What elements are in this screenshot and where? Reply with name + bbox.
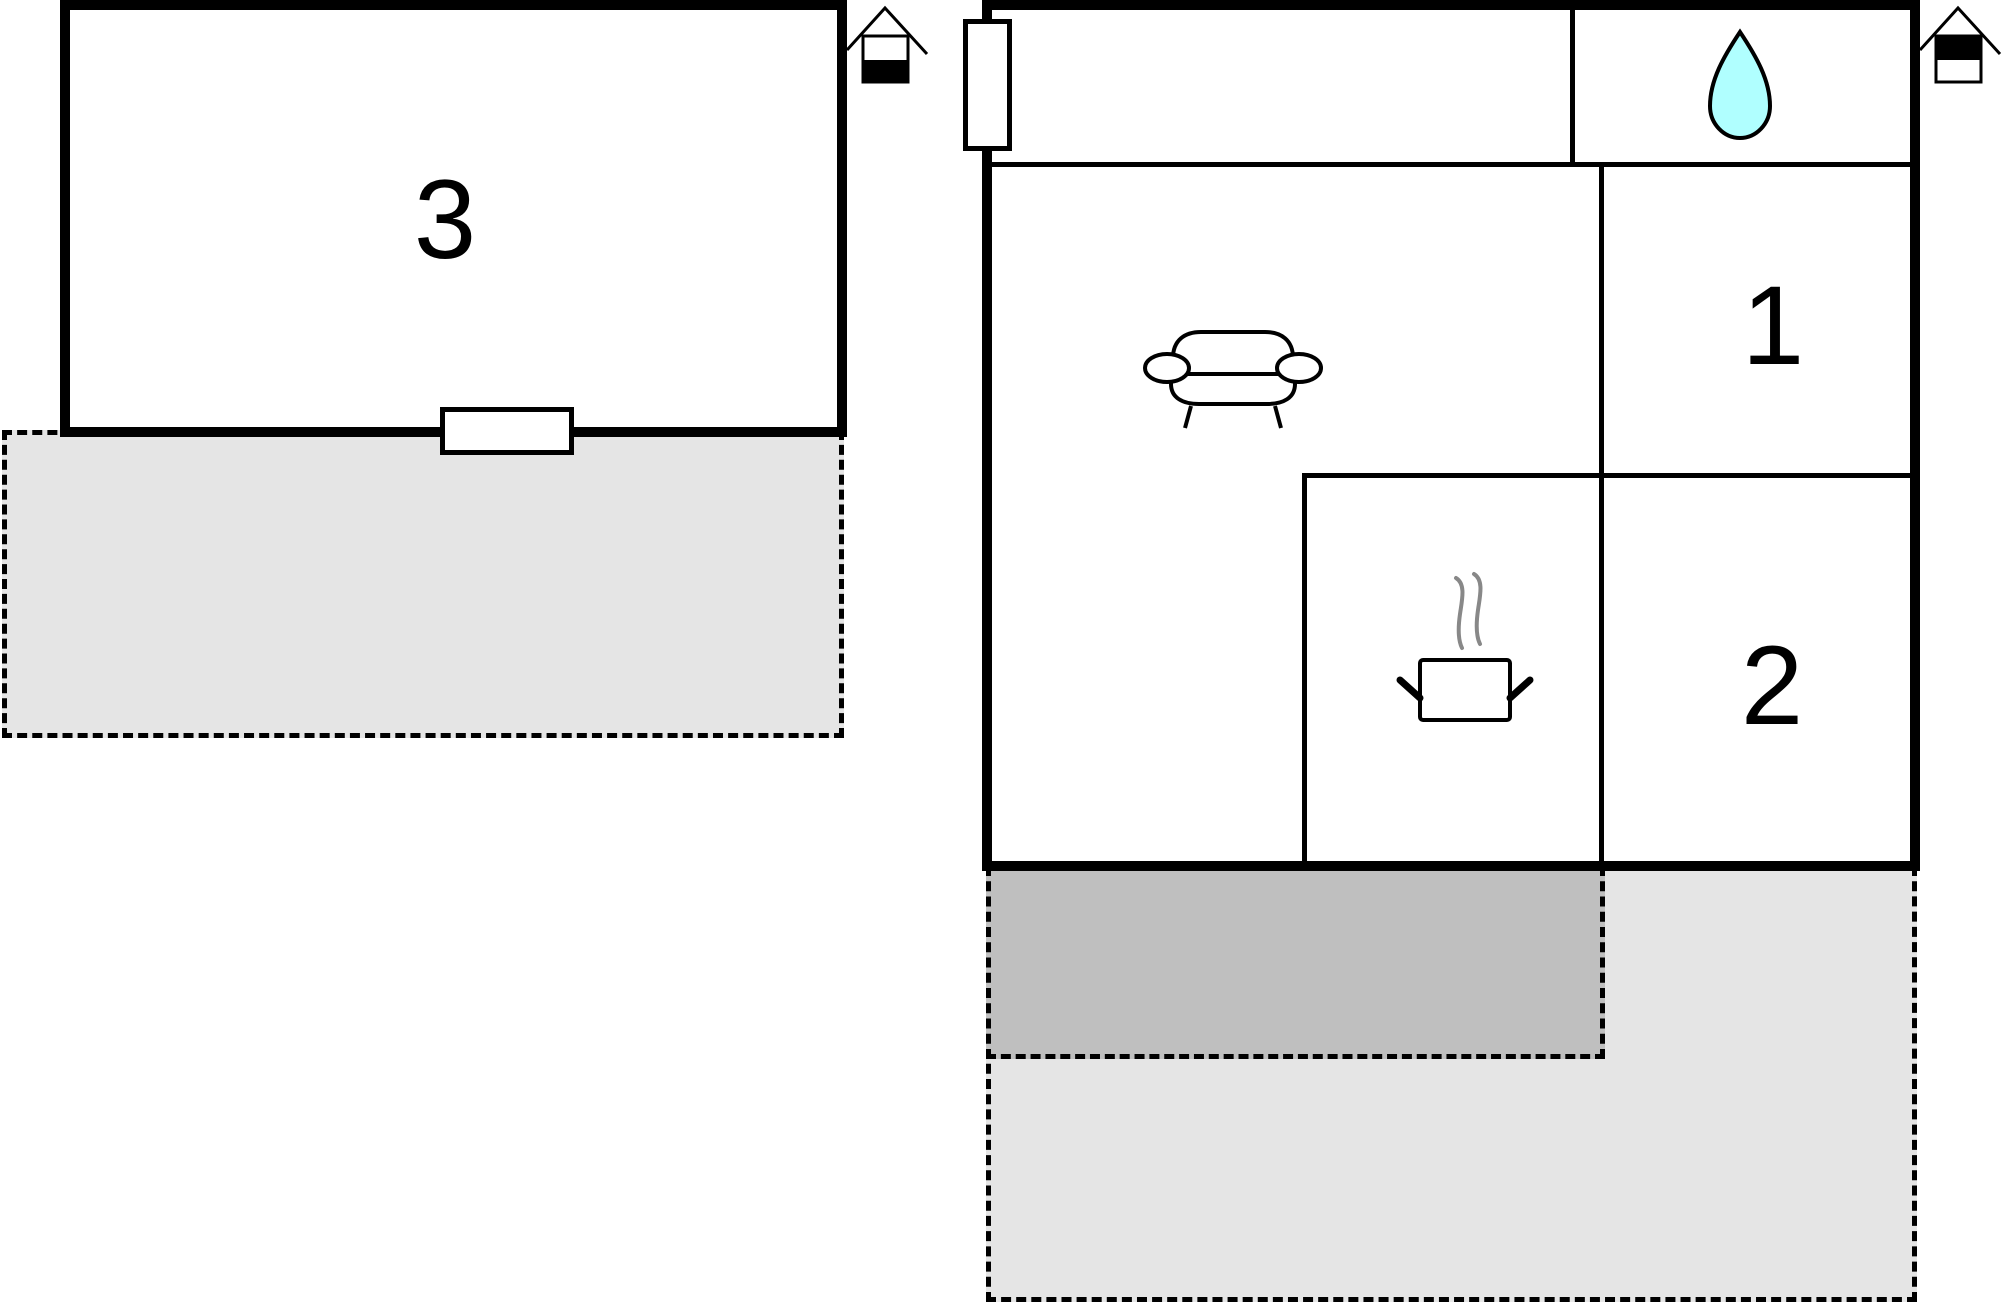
sofa-icon	[1143, 330, 1323, 429]
left-terrace	[2, 430, 844, 738]
wall-kitchen-left	[1302, 473, 1307, 865]
room-number-2: 2	[1740, 623, 1804, 748]
left-building-room-3: 3	[60, 0, 847, 437]
water-drop-icon	[1707, 28, 1773, 141]
wall-hallway-bottom	[990, 162, 1912, 167]
right-covered-terrace	[986, 866, 1605, 1059]
room-number-3: 3	[413, 157, 477, 282]
wall-bedrooms-left	[1599, 164, 1604, 864]
right-building-window	[963, 19, 1012, 151]
cooking-pot-icon	[1396, 572, 1534, 722]
house-floor-icon-right	[1918, 5, 2002, 84]
house-floor-icon-left	[845, 5, 929, 84]
left-building-door	[440, 407, 574, 455]
right-building	[982, 0, 1920, 871]
wall-kitchen-top	[1302, 473, 1912, 478]
wall-bathroom-left	[1570, 8, 1575, 164]
room-number-1: 1	[1741, 263, 1805, 388]
